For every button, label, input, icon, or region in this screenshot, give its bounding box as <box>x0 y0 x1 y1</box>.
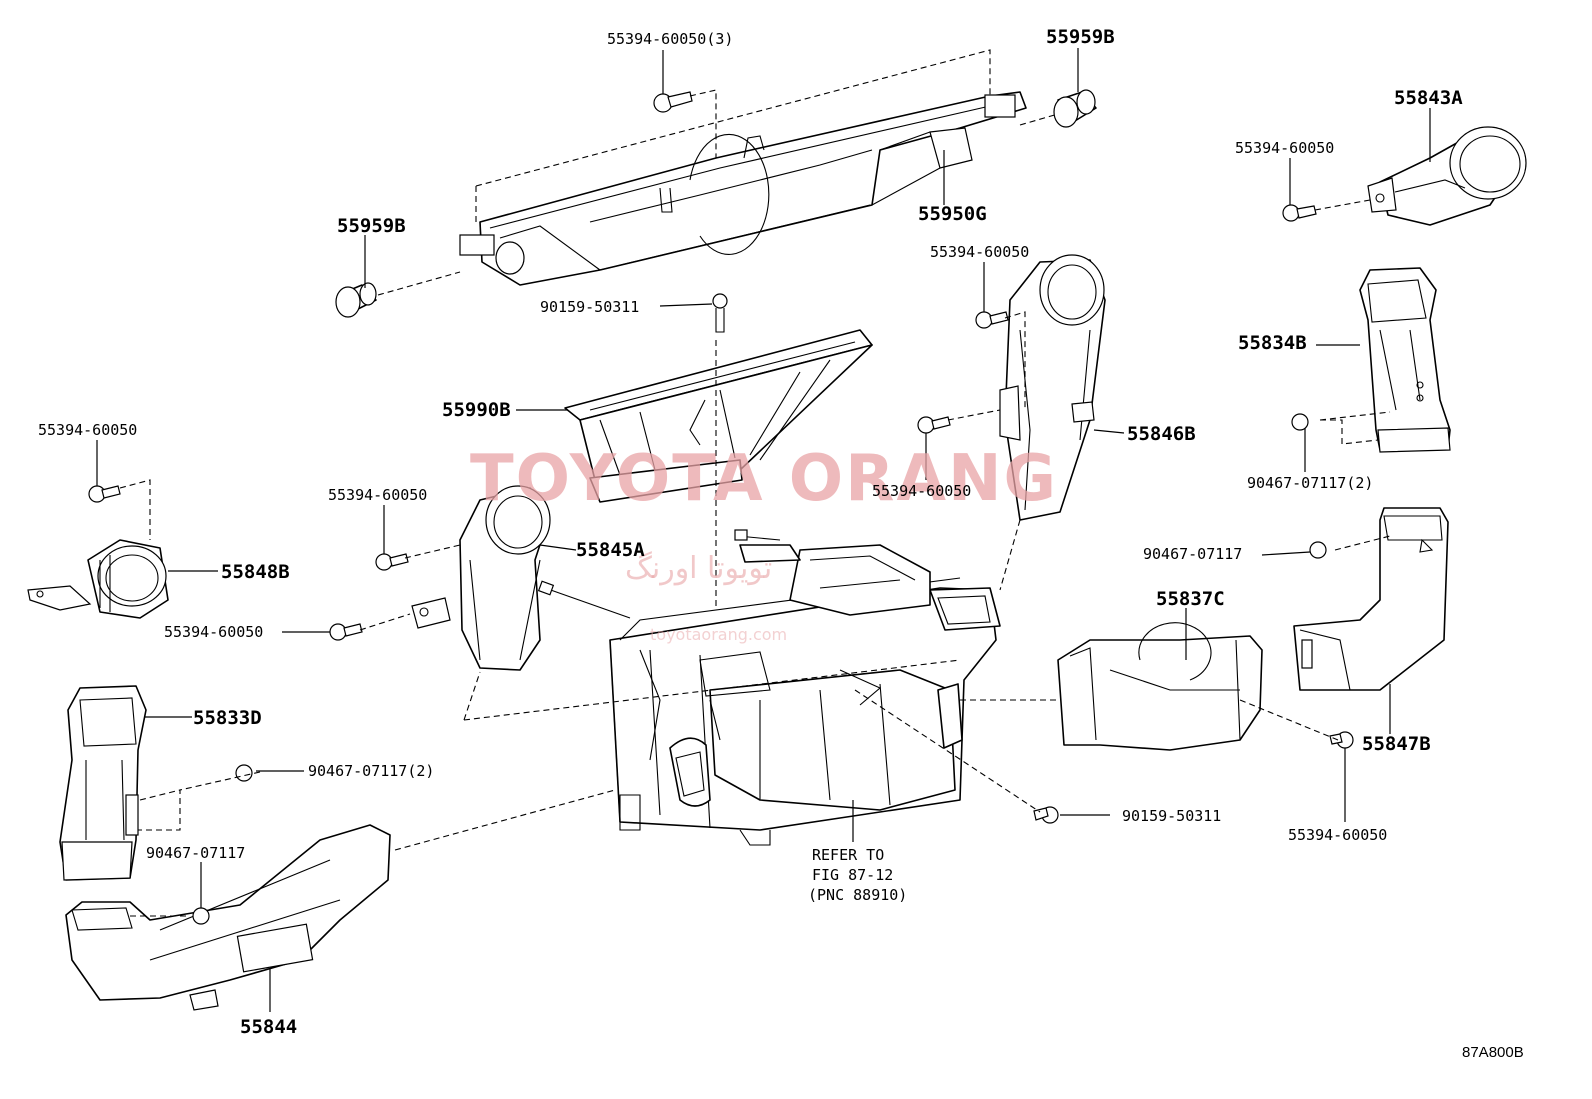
label-55394-60050-c2: 55394-60050 <box>328 486 427 504</box>
assembly-dashed-lines <box>119 49 1391 917</box>
leader-lines <box>96 48 1431 1012</box>
label-55394-60050-r2: 55394-60050 <box>1288 826 1387 844</box>
label-55950G: 55950G <box>918 203 987 225</box>
grommet-55959B-left <box>335 282 377 318</box>
label-90467-07117-l: 90467-07117 <box>146 844 245 862</box>
nozzle-55990B <box>564 293 873 503</box>
label-55843A: 55843A <box>1394 87 1463 109</box>
refer-line-1: REFER TO <box>812 846 884 864</box>
label-90159-50311-r: 90159-50311 <box>1122 807 1221 825</box>
fasteners <box>88 204 1354 925</box>
figure-code: 87A800B <box>1462 1044 1524 1061</box>
label-55394-60050-3: 55394-60050(3) <box>607 30 733 48</box>
duct-55844 <box>65 824 391 1011</box>
watermark-main: TOYOTA ORANG <box>470 442 1058 516</box>
duct-55843A <box>1367 126 1527 226</box>
label-55959B-top: 55959B <box>1046 26 1115 48</box>
duct-55845A <box>411 485 551 671</box>
screw-55394-top <box>653 91 693 113</box>
duct-55846B <box>999 254 1106 521</box>
label-55848B: 55848B <box>221 561 290 583</box>
label-55394-60050-l1: 55394-60050 <box>38 421 137 439</box>
label-55959B-left: 55959B <box>337 215 406 237</box>
label-90159-50311-c: 90159-50311 <box>540 298 639 316</box>
label-90467-07117-2-r: 90467-07117(2) <box>1247 474 1373 492</box>
label-90467-07117-2-l: 90467-07117(2) <box>308 762 434 780</box>
duct-55833D <box>59 685 147 881</box>
label-55990B: 55990B <box>442 399 511 421</box>
label-55394-60050-l2: 55394-60050 <box>164 623 263 641</box>
label-55394-60050-c1: 55394-60050 <box>930 243 1029 261</box>
label-55394-60050-c3: 55394-60050 <box>872 482 971 500</box>
heater-unit <box>537 529 1001 846</box>
label-55394-60050-r1: 55394-60050 <box>1235 139 1334 157</box>
watermark: TOYOTA ORANG تویوتا اورنگ toyotaorang.co… <box>470 442 1058 644</box>
watermark-sub: تویوتا اورنگ <box>625 551 772 586</box>
label-55844: 55844 <box>240 1016 297 1038</box>
label-55834B: 55834B <box>1238 332 1307 354</box>
refer-line-3: (PNC 88910) <box>808 886 907 904</box>
label-55846B: 55846B <box>1127 423 1196 445</box>
label-55847B: 55847B <box>1362 733 1431 755</box>
label-55833D: 55833D <box>193 707 262 729</box>
refer-line-2: FIG 87-12 <box>812 866 893 884</box>
duct-55837C <box>1057 622 1263 751</box>
grommet-55959B-top <box>1053 89 1097 128</box>
label-55837C: 55837C <box>1156 588 1225 610</box>
label-90467-07117-r: 90467-07117 <box>1143 545 1242 563</box>
duct-55950G <box>459 91 1027 286</box>
part-labels: 55394-60050(3) 55959B 55843A 55394-60050… <box>38 26 1524 1061</box>
label-55845A: 55845A <box>576 539 645 561</box>
duct-55834B <box>1359 267 1451 453</box>
duct-55847B <box>1293 507 1449 691</box>
watermark-url: toyotaorang.com <box>650 625 787 644</box>
duct-55848B <box>27 539 169 619</box>
